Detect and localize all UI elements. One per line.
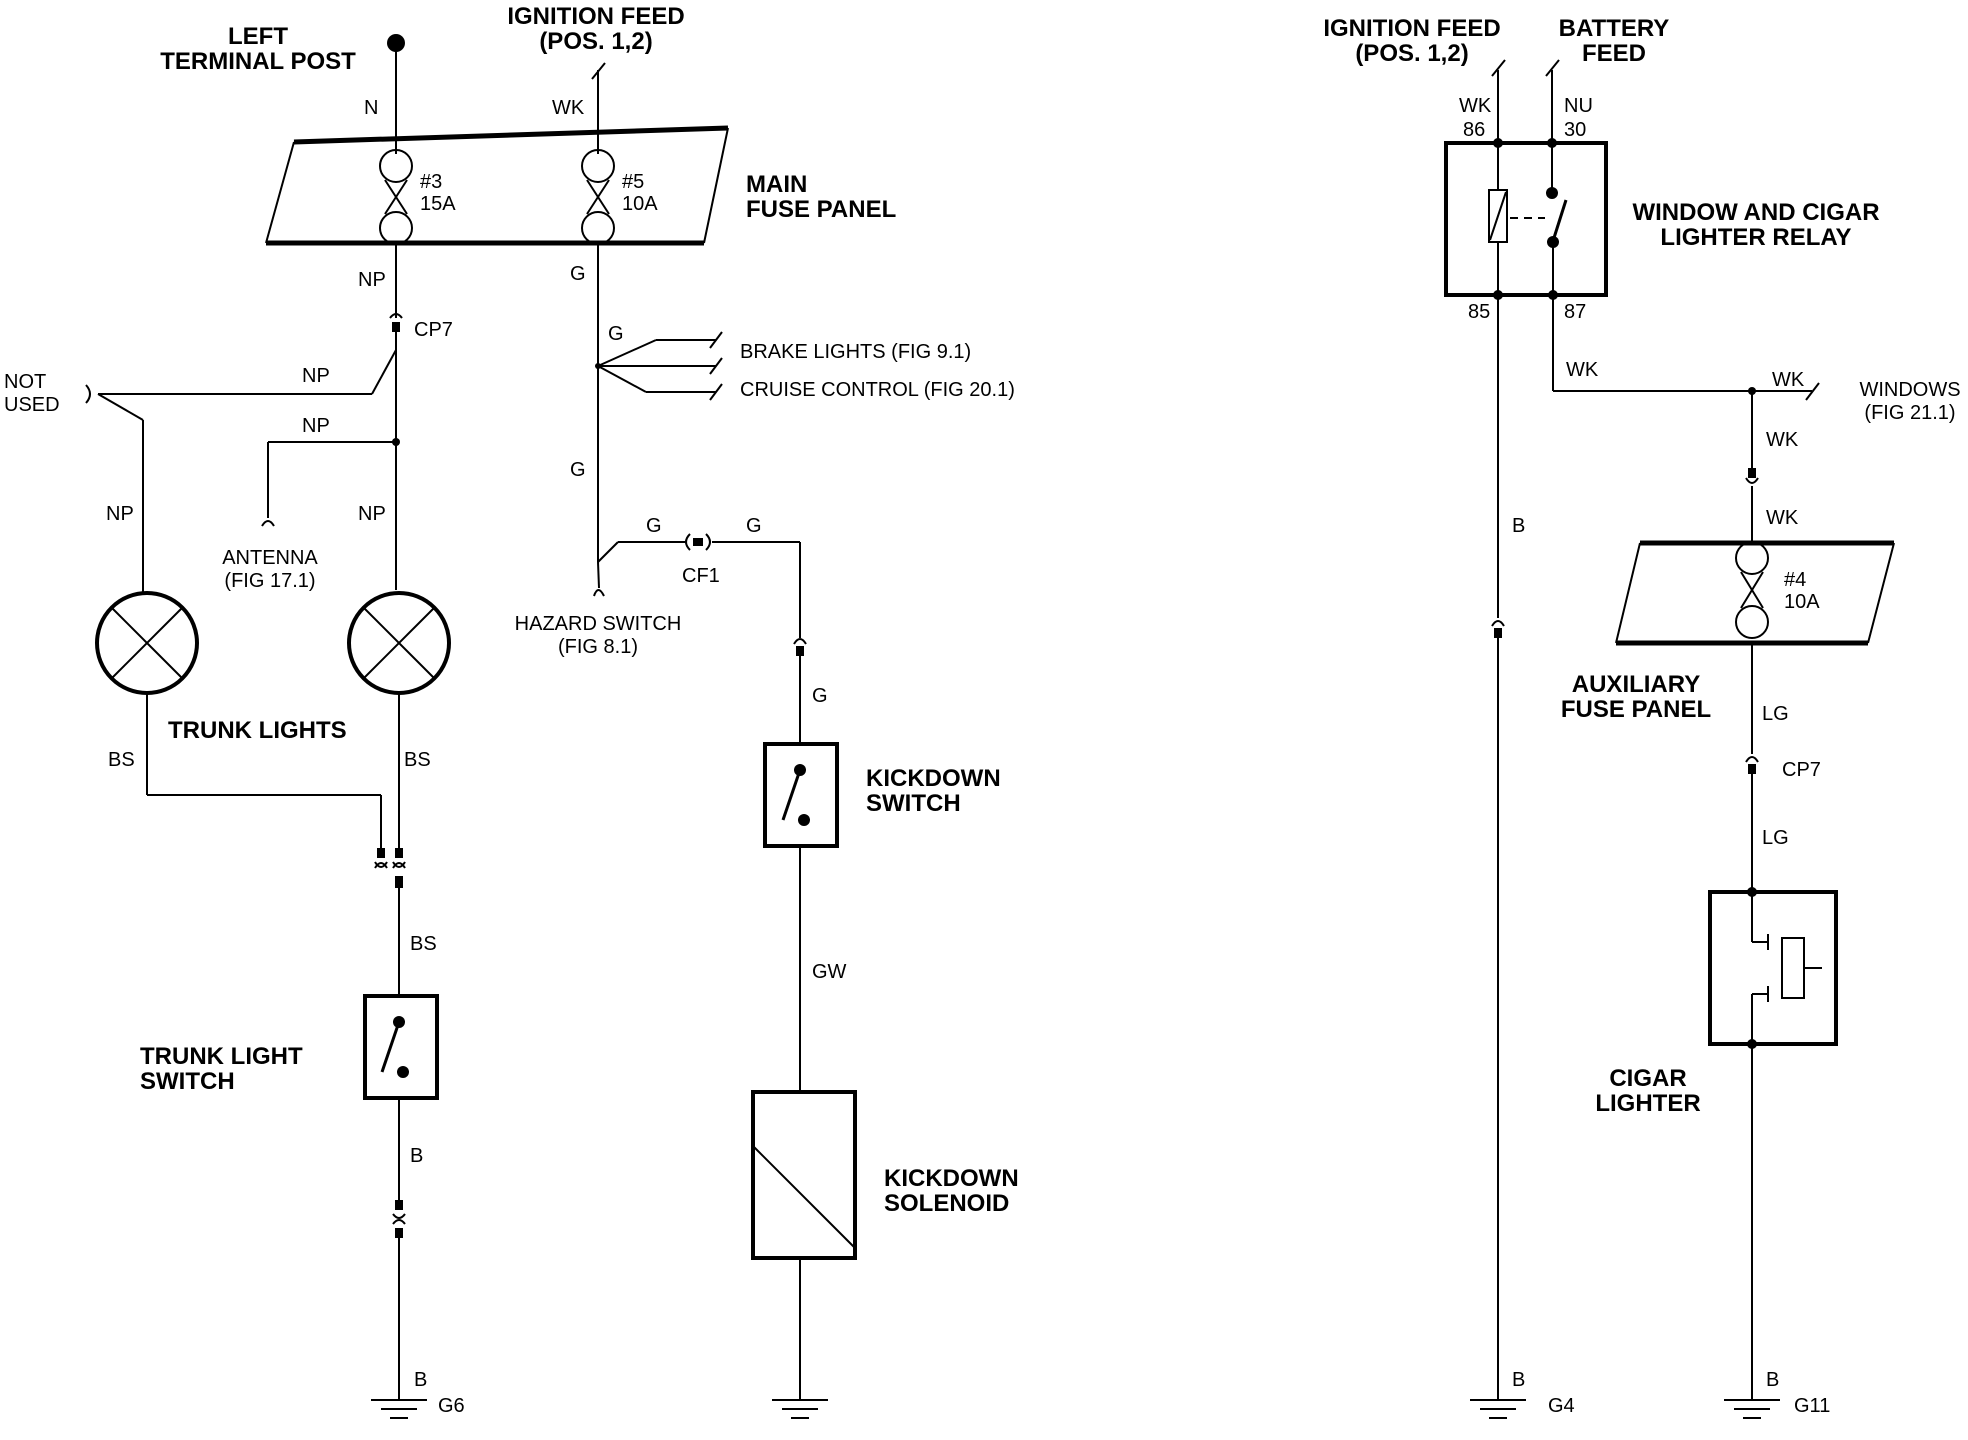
wire-bs-1-label: BS	[108, 749, 135, 771]
pin-87-label: 87	[1564, 301, 1586, 323]
trunk-lights-label: TRUNK LIGHTS	[168, 717, 347, 744]
wire-np-4-label: NP	[106, 503, 134, 525]
trunk-light-switch	[363, 994, 439, 1100]
kickdown-connector	[793, 638, 807, 656]
wire-b-2-label: B	[414, 1369, 427, 1391]
wire-b-2-right-label: B	[1512, 1369, 1525, 1391]
wire-n-label: N	[364, 97, 378, 119]
kickdown-switch	[763, 742, 839, 848]
ignition-feed-right-label: IGNITION FEED(POS. 1,2)	[1323, 15, 1500, 67]
connector-g4	[1491, 620, 1505, 638]
ground-g11-label: G11	[1794, 1395, 1830, 1417]
antenna-terminal	[261, 520, 275, 527]
hazard-switch-label: HAZARD SWITCH(FIG 8.1)	[515, 613, 682, 658]
connector-cp7-right	[1745, 756, 1759, 774]
wire-np-3-label: NP	[302, 415, 330, 437]
wire-wk-4-right-label: WK	[1766, 429, 1799, 451]
wire-bs-3-label: BS	[410, 933, 437, 955]
wire-g-6-label: G	[812, 685, 828, 707]
cruise-control-label: CRUISE CONTROL (FIG 20.1)	[740, 379, 1015, 401]
trunk-connector	[374, 848, 406, 888]
cigar-lighter	[1708, 887, 1838, 1049]
wire-g-3-label: G	[570, 459, 586, 481]
wire-bs-2-label: BS	[404, 749, 431, 771]
ground-g4-label: G4	[1548, 1395, 1575, 1417]
wire-lg-2-label: LG	[1762, 827, 1789, 849]
wire-lg-1-label: LG	[1762, 703, 1789, 725]
wire-wk-1-right-label: WK	[1459, 95, 1492, 117]
fuse-5	[581, 149, 615, 245]
not-used-terminal	[85, 384, 91, 404]
ground-kickdown-symbol	[772, 1399, 828, 1419]
connector-cf1	[685, 533, 711, 551]
wire-wk-left-label: WK	[552, 97, 585, 119]
hazard-switch-terminal	[593, 589, 605, 597]
wire-g-4-label: G	[646, 515, 662, 537]
pin-85-label: 85	[1468, 301, 1490, 323]
fuse-3	[379, 149, 413, 245]
ground-g4-symbol	[1470, 1399, 1526, 1419]
connector-aux	[1745, 468, 1759, 484]
connector-cf1-label: CF1	[682, 565, 720, 587]
wire-np-2-label: NP	[302, 365, 330, 387]
wire-wk-3-right-label: WK	[1772, 369, 1805, 391]
fuse-4	[1735, 541, 1769, 639]
wire-g-1-label: G	[570, 263, 586, 285]
window-cigar-relay	[1444, 141, 1608, 297]
connector-cp7-left-label: CP7	[414, 319, 453, 341]
trunk-light-lamp-right	[347, 591, 451, 695]
ground-g6-symbol	[371, 1399, 427, 1419]
ground-g6-label: G6	[438, 1395, 465, 1417]
connector-cp7-left	[389, 313, 403, 332]
wire-g-2-label: G	[608, 323, 624, 345]
ground-g11-symbol	[1724, 1399, 1780, 1419]
ground-connector-g6	[392, 1200, 406, 1238]
wire-np-1-label: NP	[358, 269, 386, 291]
wire-gw-label: GW	[812, 961, 847, 983]
wire-wk-2-right-label: WK	[1566, 359, 1599, 381]
pin-86-label: 86	[1463, 119, 1485, 141]
windows-label: WINDOWS(FIG 21.1)	[1859, 379, 1960, 424]
wire-g-5-label: G	[746, 515, 762, 537]
wire-wk-5-right-label: WK	[1766, 507, 1799, 529]
ignition-feed-left-label: IGNITION FEED(POS. 1,2)	[507, 3, 684, 55]
wire-np-5-label: NP	[358, 503, 386, 525]
brake-lights-label: BRAKE LIGHTS (FIG 9.1)	[740, 341, 971, 363]
antenna-label: ANTENNA(FIG 17.1)	[222, 547, 318, 592]
trunk-light-lamp-left	[95, 591, 199, 695]
wire-b-1-label: B	[410, 1145, 423, 1167]
pin-30-label: 30	[1564, 119, 1586, 141]
auxiliary-fuse-panel	[1615, 540, 1895, 646]
main-fuse-panel	[265, 125, 729, 246]
wire-b-3-right-label: B	[1766, 1369, 1779, 1391]
wire-b-1-right-label: B	[1512, 515, 1525, 537]
connector-cp7-right-label: CP7	[1782, 759, 1821, 781]
kickdown-solenoid	[751, 1090, 857, 1260]
wire-nu-label: NU	[1564, 95, 1593, 117]
